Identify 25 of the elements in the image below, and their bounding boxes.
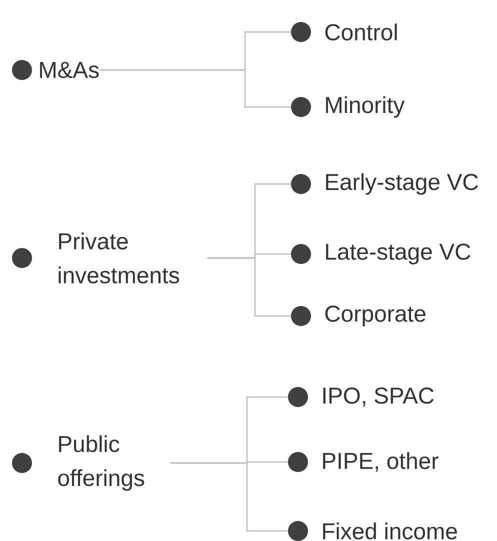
node-label: Public offerings [58, 435, 144, 491]
subcategory-item: Corporate [291, 306, 426, 326]
subcategory-item: Early-stage VC [291, 173, 478, 195]
connector-line [170, 462, 288, 532]
node-label: Early-stage VC [326, 173, 478, 195]
node-label: IPO, SPAC [323, 387, 434, 406]
node-label: Private investments [58, 232, 180, 284]
node-label: Late-stage VC [326, 244, 470, 264]
connector-line [207, 257, 291, 317]
subcategory-item: Fixed income [288, 521, 457, 541]
subcategory-item: PIPE, other [288, 452, 438, 472]
node-label: Minority [326, 96, 405, 118]
category-item: Private investments [12, 232, 180, 284]
connector-line [100, 69, 291, 108]
node-label: M&As [40, 62, 99, 78]
node-label: Corporate [325, 306, 426, 326]
subcategory-item: Late-stage VC [291, 244, 470, 264]
node-label: PIPE, other [323, 452, 438, 472]
category-item: Public offerings [12, 435, 144, 491]
subcategory-item: IPO, SPAC [288, 387, 434, 407]
subcategory-item: Minority [291, 96, 405, 118]
category-item: M&As [12, 60, 99, 80]
node-label: Control [325, 24, 397, 40]
node-label: Fixed income [323, 522, 457, 540]
subcategory-item: Control [291, 22, 397, 42]
